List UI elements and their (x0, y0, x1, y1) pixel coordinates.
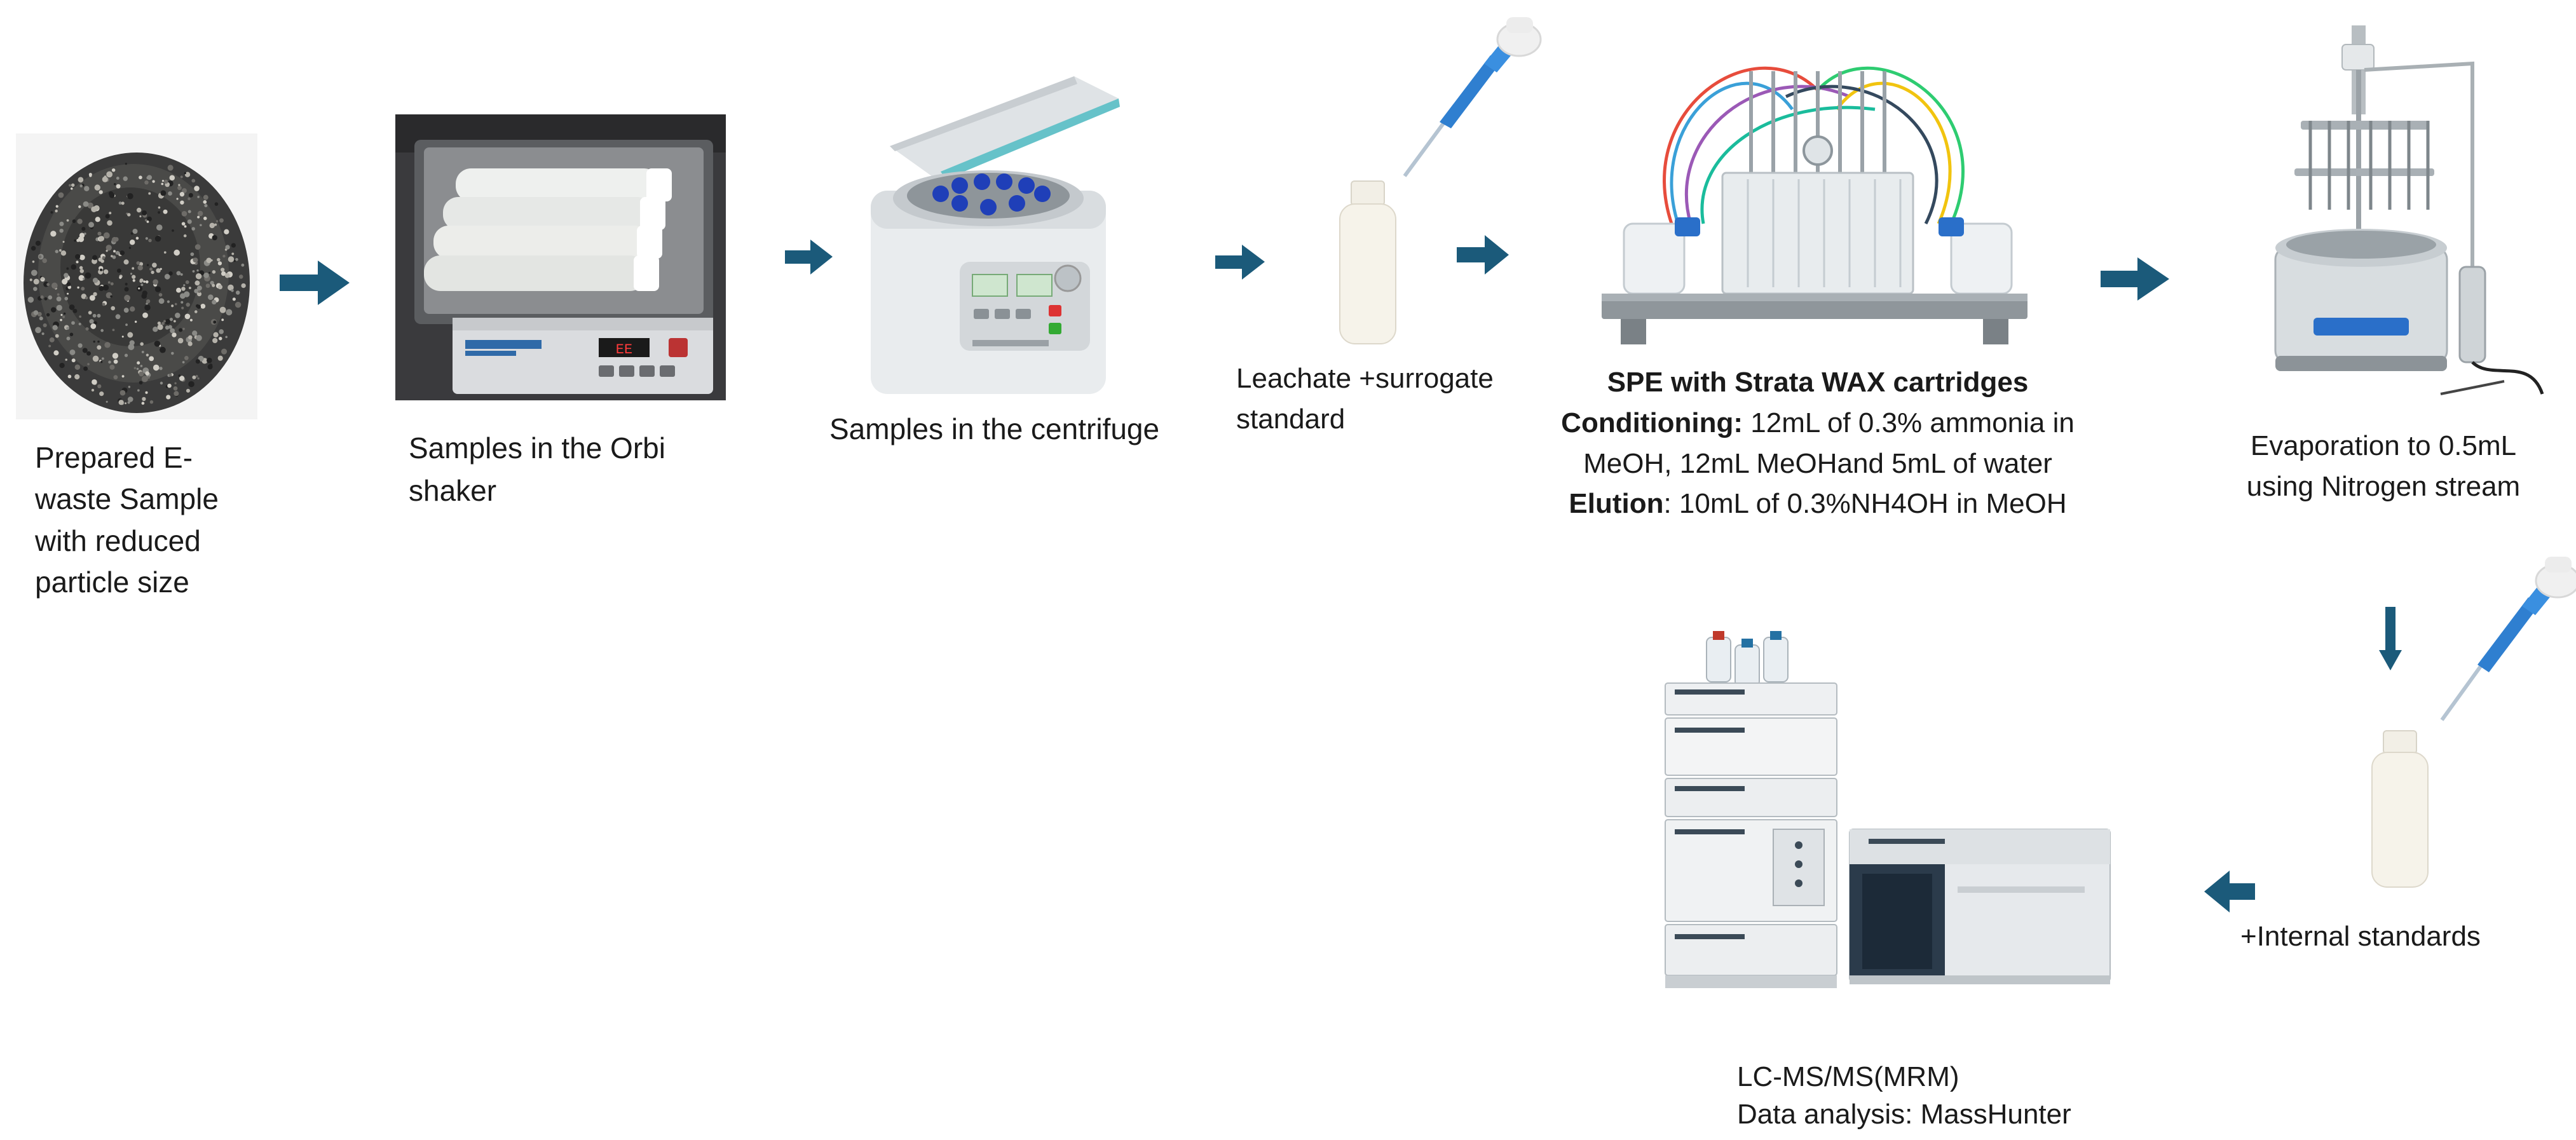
arrow-1 (280, 261, 350, 305)
leachate-label: Leachate +surrogate standard (1236, 363, 1494, 435)
lcms-instrument-image (1665, 631, 2111, 988)
centrifuge-image (871, 76, 1120, 394)
ewaste-sample-label: Prepared E-waste Sample with reduced par… (35, 441, 219, 599)
lcms-label: LC-MS/MS(MRM) Data analysis: MassHunter (1737, 1058, 2144, 1134)
arrow-3 (1215, 245, 1265, 280)
spe-elution: Elution: 10mL of 0.3%NH4OH in MeOH (1569, 488, 2067, 520)
centrifuge-label: Samples in the centrifuge (829, 412, 1160, 445)
evaporation-label: Evaporation to 0.5mL using Nitrogen stre… (2246, 430, 2521, 502)
leachate-bottle-image (1339, 180, 1396, 344)
arrow-2 (785, 240, 833, 275)
svg-text:EE: EE (616, 342, 632, 358)
pipette-1-image (1403, 17, 1542, 177)
orbi-shaker-image: EE (395, 114, 726, 400)
pipette-2-image (2440, 557, 2576, 721)
arrow-down (2379, 607, 2402, 670)
spe-conditioning: Conditioning: 12mL of 0.3% ammonia in Me… (1561, 407, 2075, 479)
nitrogen-evaporator-image (2274, 25, 2544, 395)
ewaste-sample-image (16, 133, 257, 419)
internal-standard-bottle-image (2371, 730, 2429, 888)
orbi-shaker-label: Samples in the Orbi shaker (409, 431, 665, 507)
arrow-left (2204, 871, 2255, 913)
lcms-software: Data analysis: MassHunter (1737, 1099, 2071, 1130)
lcms-method: LC-MS/MS(MRM) (1737, 1061, 1959, 1092)
spe-text-block: SPE with Strata WAX cartridges Condition… (1541, 362, 2094, 524)
arrow-5 (2101, 257, 2169, 301)
arrow-4 (1457, 235, 1509, 275)
spe-title: SPE with Strata WAX cartridges (1607, 367, 2029, 398)
internal-standards-label: +Internal standards (2240, 921, 2481, 952)
spe-manifold-image (1602, 66, 2027, 344)
